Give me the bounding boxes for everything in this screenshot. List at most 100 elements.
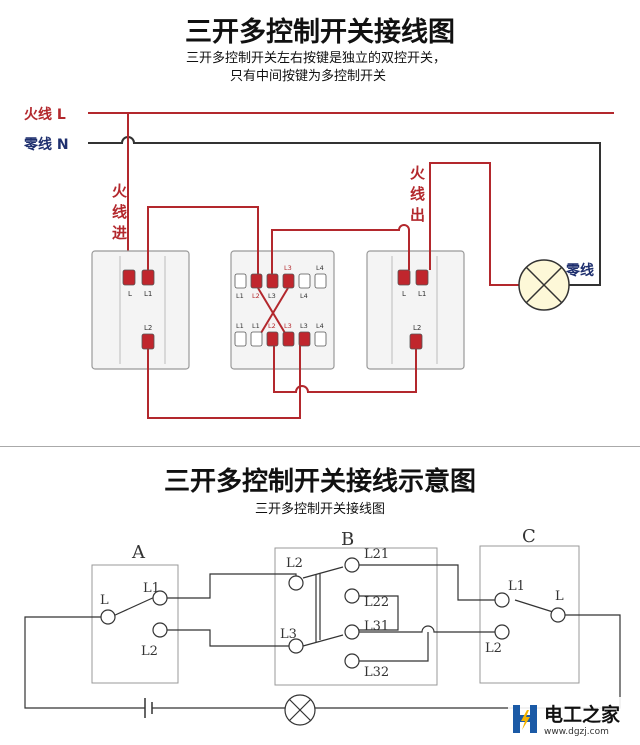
middle-top-label-4: L3: [284, 264, 292, 272]
switch-a-name: A: [131, 542, 146, 563]
middle-bottom-label-2: L1: [252, 322, 260, 330]
b-blade-lower: [302, 634, 344, 647]
left-terminal-label-l: L: [128, 290, 132, 298]
live-in-char-1: 火: [112, 182, 128, 200]
b-terminal-l32: [344, 653, 360, 669]
c-terminal-l2: [494, 624, 510, 640]
left-terminal-l2: [141, 333, 155, 350]
wire-b-l21-c-l1: [359, 564, 502, 601]
bottom-schematic: A B C: [24, 526, 621, 726]
c-label-l: L: [555, 589, 564, 604]
live-out-char-3: 出: [410, 206, 425, 224]
bottom-title: 三开多控制开关接线示意图: [163, 467, 476, 497]
middle-bottom-terminal-4: [282, 331, 295, 347]
lamp-neutral-label: 零线: [565, 262, 594, 279]
right-terminal-l2: [409, 333, 423, 350]
middle-bottom-label-5: L3: [300, 322, 308, 330]
b-terminal-l21: [344, 557, 360, 573]
middle-cross-wire-2: [257, 287, 289, 339]
middle-bottom-terminal-1: [234, 331, 247, 347]
top-subtitle-line1: 三开多控制开关左右按键是独立的双控开关，: [186, 51, 447, 66]
a-label-l: L: [100, 593, 109, 608]
middle-bottom-terminal-6: [314, 331, 327, 347]
middle-bottom-label-1: L1: [236, 322, 244, 330]
right-terminal-l: [397, 269, 411, 286]
top-subtitle-line2: 只有中间按键为多控制开关: [230, 69, 387, 84]
switch-b-name: B: [341, 529, 354, 550]
middle-bottom-label-4: L3: [284, 322, 292, 330]
middle-bottom-terminal-2: [250, 331, 263, 347]
left-terminal-l1: [141, 269, 155, 286]
a-label-l1: L1: [143, 581, 160, 596]
a-blade: [112, 595, 158, 617]
live-out-wire: [429, 162, 519, 286]
live-out-char-2: 线: [410, 185, 425, 203]
live-in-char-3: 进: [112, 224, 127, 242]
switch-a-box: [91, 564, 179, 684]
c-terminal-l: [550, 607, 566, 623]
middle-top-terminal-4: [282, 273, 295, 289]
wire-a-l2-b-l3: [165, 629, 296, 647]
feed-wire-left: [24, 616, 145, 709]
c-blade: [514, 599, 554, 613]
wire-b-l32-lower: [359, 632, 429, 662]
b-label-l21: L21: [364, 547, 389, 562]
right-terminal-label-l1: L1: [418, 290, 426, 298]
middle-top-terminal-6: [314, 273, 327, 289]
top-title: 三开多控制开关接线图: [185, 17, 455, 48]
a-terminal-l2: [152, 622, 168, 638]
live-label: 火线 L: [24, 106, 66, 123]
middle-top-terminal-5: [298, 273, 311, 289]
middle-bottom-label-6: L4: [316, 322, 324, 330]
middle-top-label-1: L1: [236, 292, 244, 300]
brand-watermark: 电工之家 www.dgzj.com: [508, 697, 638, 743]
a-terminal-l1: [152, 590, 168, 606]
c-label-l1: L1: [508, 579, 525, 594]
wire-b-l22-l31: [359, 595, 399, 631]
lamp-icon: [518, 259, 570, 311]
middle-to-right-bottom-wire: [273, 342, 417, 393]
switch-c-name: C: [522, 526, 536, 547]
b-label-l3: L3: [280, 627, 297, 642]
wire-b-l31-c-l2: [359, 625, 502, 633]
wire-a-l1-b-l2: [165, 573, 297, 599]
b-terminal-l31: [344, 624, 360, 640]
neutral-line: [88, 136, 601, 286]
middle-top-label-5: L4: [300, 292, 308, 300]
live-out-char-1: 火: [410, 164, 426, 182]
c-terminal-l1: [494, 592, 510, 608]
lamp-to-right: [315, 614, 621, 709]
b-label-l32: L32: [364, 665, 389, 680]
brand-name: 电工之家: [544, 704, 621, 726]
middle-bottom-terminal-3: [266, 331, 279, 347]
section-divider: [0, 446, 640, 447]
right-terminal-label-l2: L2: [413, 324, 421, 332]
right-terminal-l1: [415, 269, 429, 286]
brand-logo-icon: [513, 705, 537, 733]
left-l2-to-middle-wire: [147, 340, 301, 419]
a-terminal-l: [100, 609, 116, 625]
middle-top-terminal-3: [266, 273, 279, 289]
b-terminal-l2: [288, 575, 304, 591]
brand-url: www.dgzj.com: [544, 727, 609, 737]
live-in-char-2: 线: [112, 203, 127, 221]
b-terminal-l3: [288, 638, 304, 654]
b-label-l22: L22: [364, 595, 389, 610]
b-label-l31: L31: [364, 619, 389, 634]
middle-bottom-label-3: L2: [268, 322, 276, 330]
a-label-l2: L2: [141, 644, 158, 659]
middle-top-label-3: L3: [268, 292, 276, 300]
middle-bottom-terminal-5: [298, 331, 311, 347]
left-terminal-label-l1: L1: [144, 290, 152, 298]
left-switch-plate: [91, 250, 190, 370]
b-label-l2: L2: [286, 556, 303, 571]
top-wiring-diagram: 火线 L 零线 N 火 线 进 火 线 出 零线 L L1 L2 L L1 L2: [23, 106, 614, 419]
middle-to-right-top-wire: [271, 224, 410, 280]
neutral-label: 零线 N: [23, 136, 69, 153]
middle-top-terminal-2: [250, 273, 263, 289]
b-terminal-l22: [344, 588, 360, 604]
bottom-lamp-icon: [284, 694, 316, 726]
bottom-subtitle: 三开多控制开关接线图: [254, 502, 385, 517]
switch-b-box: [274, 547, 438, 686]
middle-top-label-6: L4: [316, 264, 324, 272]
